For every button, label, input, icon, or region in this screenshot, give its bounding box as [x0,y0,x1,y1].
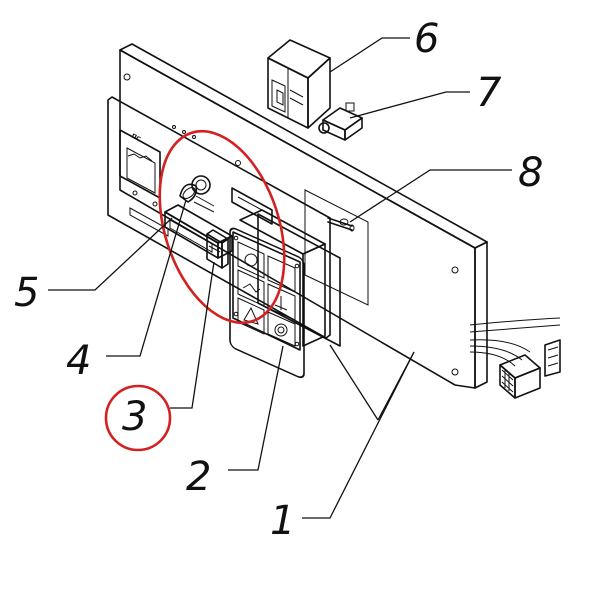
callout-8: 8 [518,150,543,196]
rocker-switch [206,229,229,269]
callout-4: 4 [66,338,91,384]
callout-1: 1 [270,498,295,544]
circuit-breaker [267,39,331,129]
keypad-module [229,209,341,379]
callout-5: 5 [14,270,39,316]
screw [327,217,355,232]
indicator-lamp [179,183,215,213]
callout-6: 6 [414,16,439,62]
wire-harness [469,317,561,399]
callout-3: 3 [122,394,147,440]
highlight-ellipse [158,129,286,325]
overlay-text-top: ПС [130,133,142,144]
overlay-panel: ПС [107,96,331,339]
highlight-circle-3 [104,384,172,452]
callout-numbers: 6 7 8 5 4 3 2 1 [14,16,543,544]
fuse-holder [318,102,363,141]
callout-7: 7 [476,70,502,116]
leader-lines [48,37,512,519]
callout-2: 2 [186,454,211,500]
